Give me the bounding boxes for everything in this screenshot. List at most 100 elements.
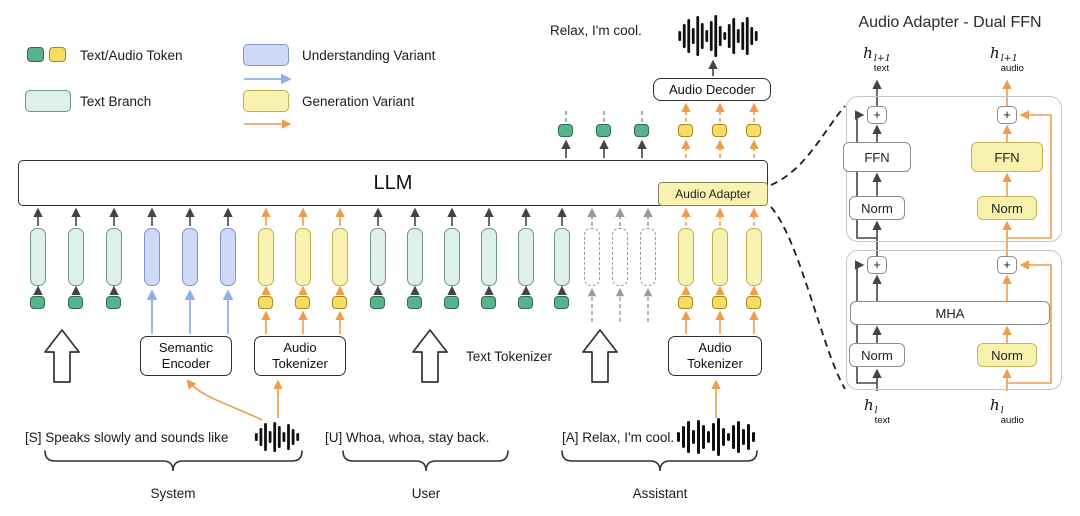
llm-label: LLM [373, 172, 413, 194]
token-yellow [712, 296, 727, 309]
mha-box: MHA [850, 301, 1050, 325]
assistant-text: [A] Relax, I'm cool. [562, 430, 675, 445]
add-text-lower: + [867, 256, 887, 274]
understanding-swatch [243, 44, 289, 66]
system-block-arrow [44, 329, 80, 383]
assistant-brace [561, 450, 758, 472]
embedding-teal [518, 228, 534, 286]
token-green [554, 296, 569, 309]
output-waveform-icon [678, 15, 758, 57]
system-waveform-icon [254, 422, 300, 452]
embedding-dashed [584, 228, 600, 286]
audio-tokenizer-left-box: Audio Tokenizer [254, 336, 346, 376]
embedding-teal [106, 228, 122, 286]
feedback-dashed-stubs [587, 287, 653, 322]
system-group-label: System [150, 486, 196, 501]
embedding-teal [444, 228, 460, 286]
audio-tokenizer-left-output-arrows [261, 310, 345, 334]
user-block-arrow [412, 329, 448, 383]
assistant-waveform-icon [677, 418, 755, 456]
semantic-encoder-output-arrows [146, 289, 234, 334]
token-green [370, 296, 385, 309]
semantic-encoder-box: Semantic Encoder [140, 336, 232, 376]
token-green [68, 296, 83, 309]
audio-tokenizer-left-line2: Tokenizer [272, 356, 328, 371]
adapter-zoom-connectors [770, 105, 846, 390]
semantic-encoder-line2: Encoder [161, 356, 211, 371]
assistant-block-arrow [582, 329, 618, 383]
embedding-teal [554, 228, 570, 286]
mha-block-container [846, 250, 1062, 390]
system-text: [S] Speaks slowly and sounds like [25, 430, 229, 445]
token-green [106, 296, 121, 309]
llm-box: LLM [18, 160, 768, 206]
token-yellow [258, 296, 273, 309]
embedding-lavender [182, 228, 198, 286]
output-token-yellow [712, 124, 727, 137]
embedding-teal [481, 228, 497, 286]
text-branch-swatch [25, 90, 71, 112]
audio-tokenizer-right-box: Audio Tokenizer [668, 336, 762, 376]
add-audio-lower: + [997, 256, 1017, 274]
user-brace [342, 450, 509, 472]
audio-decoder-label: Audio Decoder [669, 81, 755, 97]
audio-adapter-box: Audio Adapter [658, 182, 768, 206]
embedding-lavender [220, 228, 236, 286]
ffn-text-box: FFN [843, 142, 911, 172]
norm-text-lower-box: Norm [849, 343, 905, 367]
embedding-dashed [640, 228, 656, 286]
embedding-yellow [746, 228, 762, 286]
yellow-token-swatch [49, 47, 66, 62]
embedding-yellow [258, 228, 274, 286]
embedding-teal [407, 228, 423, 286]
output-token-yellow [746, 124, 761, 137]
system-brace [44, 450, 303, 472]
norm-text-upper-box: Norm [849, 196, 905, 220]
legend-generation-label: Generation Variant [302, 94, 415, 109]
token-green [444, 296, 459, 309]
embedding-teal [30, 228, 46, 286]
embedding-yellow [332, 228, 348, 286]
norm-audio-lower-box: Norm [977, 343, 1037, 367]
output-token-yellow [678, 124, 693, 137]
embedding-teal [68, 228, 84, 286]
legend-token-label: Text/Audio Token [80, 48, 183, 63]
ffn-audio-box: FFN [971, 142, 1043, 172]
embedding-yellow [295, 228, 311, 286]
token-yellow [746, 296, 761, 309]
token-green [407, 296, 422, 309]
norm-audio-upper-box: Norm [977, 196, 1037, 220]
green-token-swatch [27, 47, 44, 62]
legend-understanding-label: Understanding Variant [302, 48, 436, 63]
audio-decoder-box: Audio Decoder [653, 78, 771, 101]
semantic-encoder-line1: Semantic [158, 340, 214, 355]
generation-swatch [243, 90, 289, 112]
add-text-upper: + [867, 106, 887, 124]
user-group-label: User [411, 486, 441, 501]
audio-tokenizer-right-line1: Audio [698, 340, 732, 355]
output-token-green [596, 124, 611, 137]
assistant-group-label: Assistant [632, 486, 688, 501]
user-text: [U] Whoa, whoa, stay back. [325, 430, 490, 445]
embedding-yellow [712, 228, 728, 286]
embedding-teal [370, 228, 386, 286]
token-green [518, 296, 533, 309]
audio-input-arrows [186, 379, 721, 421]
token-yellow [678, 296, 693, 309]
legend-text-branch-label: Text Branch [80, 94, 152, 109]
audio-tokenizer-left-line1: Audio [283, 340, 317, 355]
add-audio-upper: + [997, 106, 1017, 124]
audio-tokenizer-right-output-arrows [681, 310, 759, 334]
output-token-green [558, 124, 573, 137]
text-tokenizer-label: Text Tokenizer [466, 349, 553, 364]
token-green [30, 296, 45, 309]
embedding-dashed [612, 228, 628, 286]
output-token-green [634, 124, 649, 137]
adapter-panel-title: Audio Adapter - Dual FFN [858, 14, 1042, 31]
output-text: Relax, I'm cool. [550, 23, 642, 38]
audio-adapter-label: Audio Adapter [675, 187, 751, 201]
